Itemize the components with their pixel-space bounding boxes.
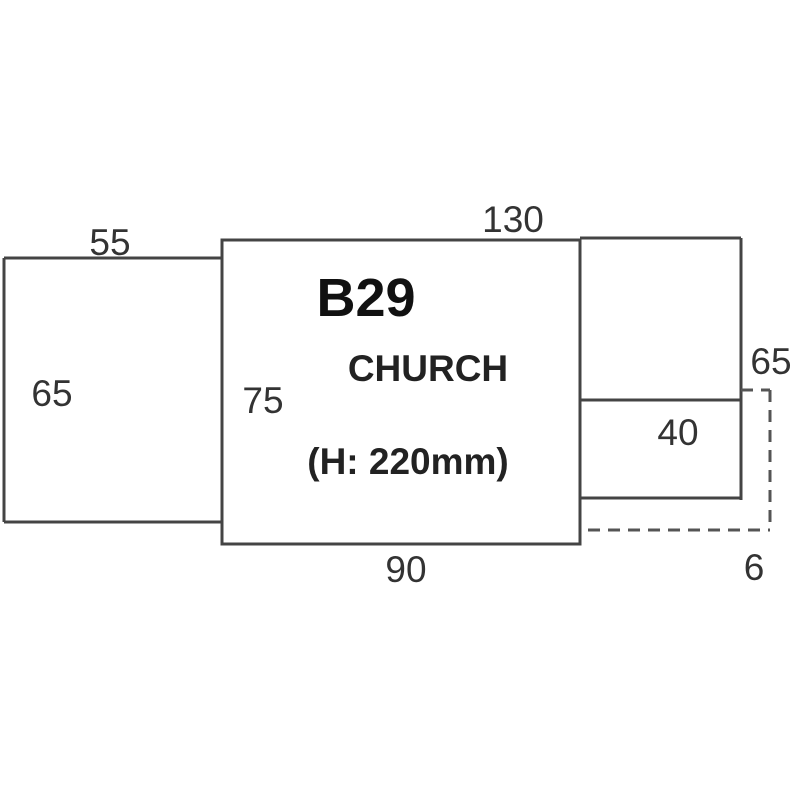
right-block <box>580 236 743 500</box>
left-block <box>2 256 222 524</box>
right-block-height-label: 65 <box>750 341 791 382</box>
offset-label: 6 <box>744 547 765 588</box>
piece-code: B29 <box>316 268 415 328</box>
piece-height: (H: 220mm) <box>307 441 509 482</box>
center-block-top-label: 130 <box>482 199 544 240</box>
piece-name: CHURCH <box>348 348 508 389</box>
left-block-width-label: 55 <box>89 222 130 263</box>
center-block-height-label: 75 <box>242 380 283 421</box>
center-block <box>220 238 582 546</box>
center-block-bottom-label: 90 <box>385 549 426 590</box>
offset-outline <box>588 388 772 532</box>
right-block-lower-label: 40 <box>657 412 698 453</box>
left-block-height-label: 65 <box>31 373 72 414</box>
